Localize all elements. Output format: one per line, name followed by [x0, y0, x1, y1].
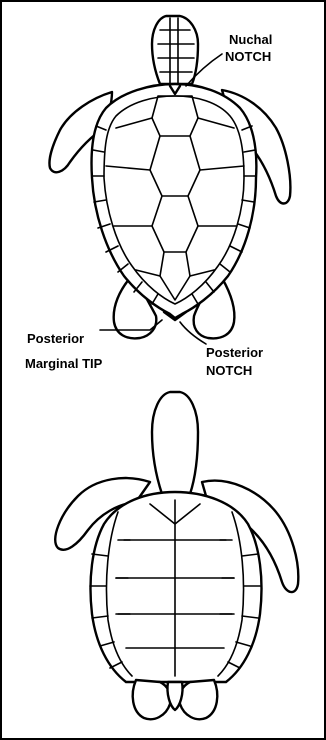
ventral-plastron [91, 492, 262, 682]
nuchal-label-line1: Nuchal [229, 32, 272, 47]
ventral-turtle [55, 392, 298, 719]
ventral-right-rear-flipper [179, 680, 217, 719]
dorsal-turtle [49, 16, 290, 338]
ventral-head [152, 392, 198, 494]
posterior-marginal-label-line1: Posterior [27, 331, 84, 346]
posterior-marginal-label-line2: Marginal TIP [25, 356, 103, 371]
nuchal-label-line2: NOTCH [225, 49, 271, 64]
dorsal-head [152, 16, 198, 84]
posterior-notch-label-line2: NOTCH [206, 363, 252, 378]
posterior-notch-label-line1: Posterior [206, 345, 263, 360]
ventral-left-rear-flipper [133, 680, 171, 719]
